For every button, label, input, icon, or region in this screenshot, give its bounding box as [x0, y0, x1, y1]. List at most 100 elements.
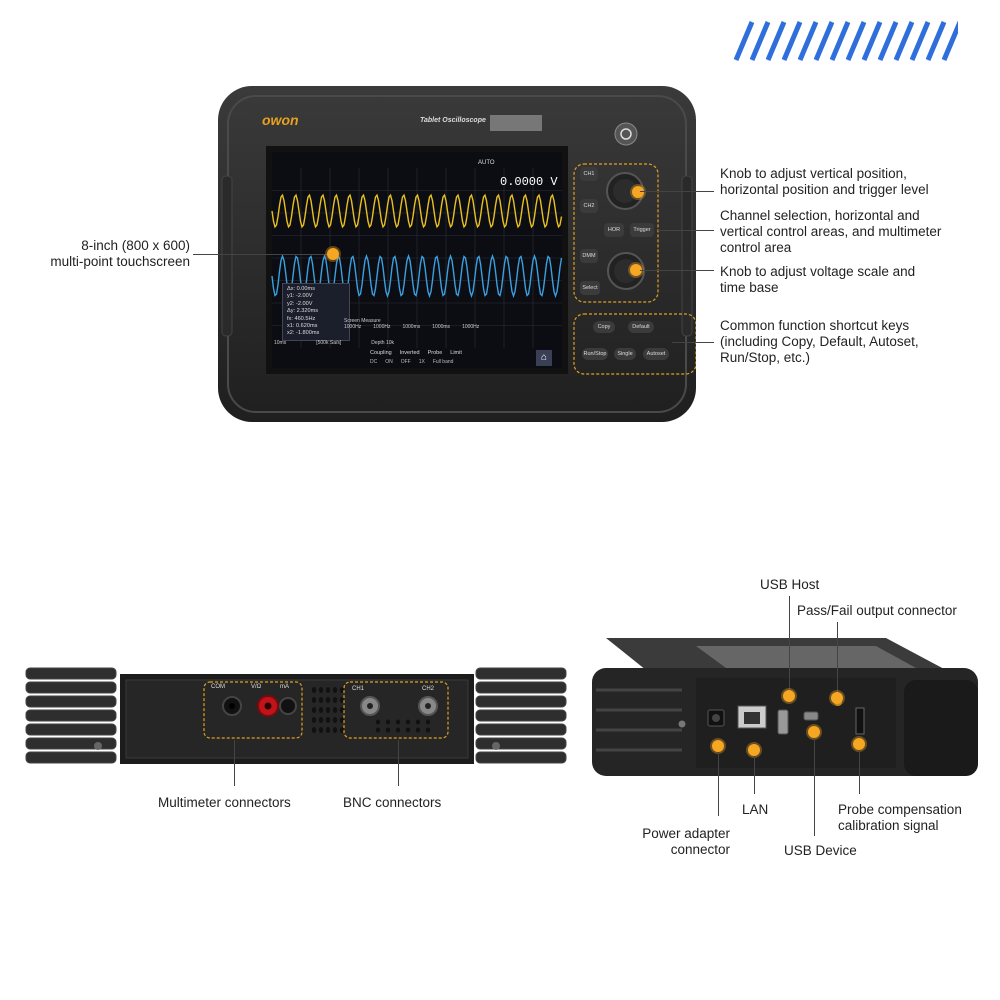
leader-knob-top: [640, 191, 714, 193]
cursor-line: y2: -2.00V: [287, 300, 313, 307]
cursor-line: x2: -1.800ms: [287, 330, 320, 337]
measure-value: 1000Hz: [344, 324, 362, 330]
bottom-menu-value: DC: [370, 359, 378, 365]
marker-passfail: [831, 692, 843, 704]
port-com-label: COM: [211, 684, 225, 690]
marker-usb-device: [808, 726, 820, 738]
label-bnc: BNC connectors: [343, 795, 442, 810]
label-knob-top: Knob to adjust vertical position,horizon…: [720, 166, 929, 197]
bottom-menu-value: OFF: [400, 359, 411, 365]
leader-usb-device: [814, 738, 816, 836]
stripe: [813, 21, 835, 61]
bottom-menu-value: Full band: [432, 359, 454, 365]
marker-probe-comp: [853, 738, 865, 750]
bottom-menu-item[interactable]: Coupling: [370, 350, 392, 356]
stripe: [845, 21, 867, 61]
stripe: [925, 21, 947, 61]
copy-button[interactable]: Copy: [593, 321, 615, 333]
model-label: Tablet Oscilloscope: [420, 117, 486, 124]
label-usb-device: USB Device: [784, 843, 857, 858]
ch2-button[interactable]: CH2: [580, 199, 598, 213]
marker-knob-bottom: [630, 264, 642, 276]
stripe: [781, 21, 803, 61]
stripe: [861, 21, 883, 61]
stripe: [909, 21, 931, 61]
select-button[interactable]: Select: [580, 281, 600, 295]
port-ch1-label: CH1: [352, 686, 365, 692]
status-item: [500k Sa/s]: [316, 340, 342, 346]
cursor-line: fx: 460.5Hz: [287, 315, 316, 322]
measure-value: 1000ms: [432, 324, 451, 330]
leader-usb-host: [789, 596, 791, 690]
leader-passfail: [837, 622, 839, 694]
measure-panel: Screen Measure 1000Hz 1000Hz 1000ms 1000ms 1…: [344, 318, 534, 340]
label-multimeter: Multimeter connectors: [158, 795, 291, 810]
bottom-menu-value: 1X: [418, 359, 425, 365]
power-icon[interactable]: [616, 124, 636, 144]
marker-lan: [748, 744, 760, 756]
single-button[interactable]: Single: [614, 348, 636, 360]
screen-status-bar: 10ms[500k Sa/s]Depth 10k: [274, 340, 544, 348]
leader-lan: [754, 756, 756, 794]
stripe: [877, 21, 899, 61]
stripe: [749, 21, 771, 61]
label-lan: LAN: [742, 802, 769, 817]
label-passfail: Pass/Fail output connector: [797, 603, 957, 618]
stripe: [765, 21, 787, 61]
stripe: [893, 21, 915, 61]
bottom-menu-item[interactable]: Probe: [427, 350, 443, 356]
label-touchscreen: 8-inch (800 x 600)multi-point touchscree…: [50, 238, 190, 269]
cursor-line: y1: -2.00V: [287, 293, 313, 300]
measure-value: 1000ms: [402, 324, 421, 330]
leader-knob-bottom: [640, 270, 714, 272]
status-item: 10ms: [274, 340, 287, 346]
cursor-line: x1: 0.620ms: [287, 323, 318, 330]
measure-value: 1000Hz: [373, 324, 391, 330]
screen-auto-label: AUTO: [478, 160, 495, 166]
port-vohm-label: V/Ω: [251, 684, 262, 690]
dmm-button[interactable]: DMM: [580, 249, 598, 263]
ch1-button[interactable]: CH1: [580, 167, 598, 181]
marker-usb-host: [783, 690, 795, 702]
default-button[interactable]: Default: [628, 321, 654, 333]
label-usb-host: USB Host: [760, 577, 820, 592]
bottom-menu-value: ON: [385, 359, 393, 365]
stripe: [829, 21, 851, 61]
marker-knob-top: [632, 186, 644, 198]
autoset-button[interactable]: Autoset: [643, 348, 669, 360]
stripe: [797, 21, 819, 61]
port-ch2-label: CH2: [422, 686, 435, 692]
trigger-button[interactable]: Trigger: [630, 223, 654, 237]
cursor-line: Δy: 2.320ms: [287, 308, 319, 315]
oscilloscope-top-edge: [22, 660, 570, 770]
marker-power: [712, 740, 724, 752]
measure-title: Screen Measure: [344, 318, 381, 324]
leader-multimeter: [234, 740, 236, 786]
bottom-menu-item[interactable]: Limit: [450, 350, 462, 356]
screen-bottom-values: DC ON OFF 1X Full band: [370, 359, 520, 369]
label-shortcuts: Common function shortcut keys(including …: [720, 318, 919, 365]
stripe: [733, 21, 755, 61]
decorative-stripes: [728, 20, 963, 62]
leader-power: [718, 752, 720, 816]
port-ma-label: mA: [280, 684, 289, 690]
leader-shortcuts: [672, 342, 714, 344]
home-icon[interactable]: ⌂: [536, 350, 552, 366]
screen-bottom-menu[interactable]: Coupling Inverted Probe Limit: [370, 350, 510, 368]
stripe: [941, 21, 963, 61]
leader-touchscreen: [193, 254, 333, 256]
bottom-menu-item[interactable]: Inverted: [399, 350, 420, 356]
leader-probe-comp: [859, 750, 861, 794]
cursor-line: Δx: 0.00ms: [287, 286, 315, 292]
measure-value: 1000Hz: [462, 324, 480, 330]
leader-channel-select: [658, 230, 714, 232]
marker-touchscreen: [327, 248, 339, 260]
runstop-button[interactable]: Run/Stop: [582, 348, 608, 360]
brand-logo: owon: [262, 112, 299, 128]
hor-button[interactable]: HOR: [604, 223, 624, 237]
